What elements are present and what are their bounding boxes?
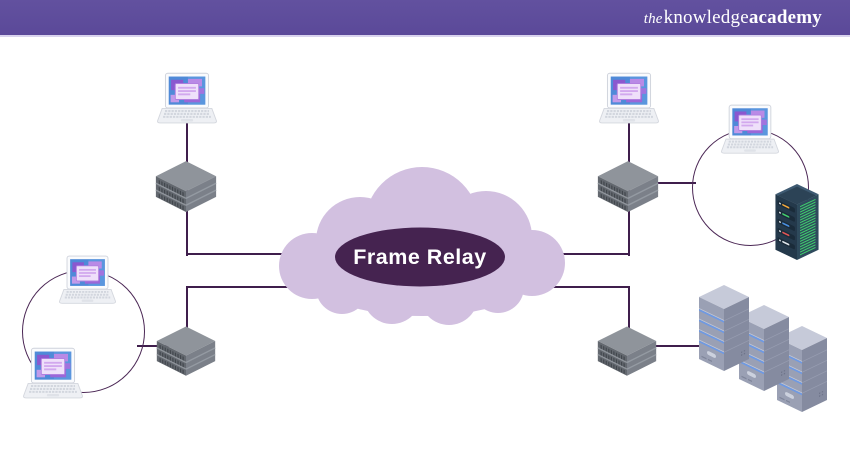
link-bottomright-vertical	[627, 286, 630, 331]
laptop-icon	[599, 72, 659, 124]
logo-prefix: the	[643, 10, 663, 27]
server-tower-icon	[699, 285, 749, 371]
frame-relay-cloud: Frame Relay	[279, 167, 565, 325]
server-rack-icon	[773, 183, 821, 261]
switch-stack-icon	[596, 160, 660, 214]
link-bottomright-to-cloud	[543, 285, 630, 288]
link-topright-to-cloud	[543, 252, 630, 255]
link-bottomright-switch-to-towers	[650, 344, 704, 347]
link-topleft-to-cloud	[186, 252, 302, 255]
link-topright-switch-to-ring	[650, 181, 696, 184]
logo-word-academy: academy	[748, 6, 822, 28]
switch-stack-icon	[596, 325, 658, 378]
brand-header: theknowledgeacademy	[0, 0, 850, 37]
laptop-icon	[59, 255, 116, 305]
laptop-icon	[721, 104, 779, 155]
switch-stack-icon	[155, 325, 217, 378]
link-bottomleft-vertical	[185, 286, 188, 331]
link-bottomleft-to-cloud	[186, 285, 302, 288]
cloud-label: Frame Relay	[353, 245, 486, 269]
laptop-icon	[157, 72, 217, 124]
laptop-icon	[23, 347, 83, 399]
switch-stack-icon	[154, 160, 218, 214]
logo-word-knowledge: knowledge	[663, 6, 749, 28]
knowledge-academy-logo: theknowledgeacademy	[644, 7, 822, 29]
cloud-label-ellipse	[335, 227, 505, 287]
